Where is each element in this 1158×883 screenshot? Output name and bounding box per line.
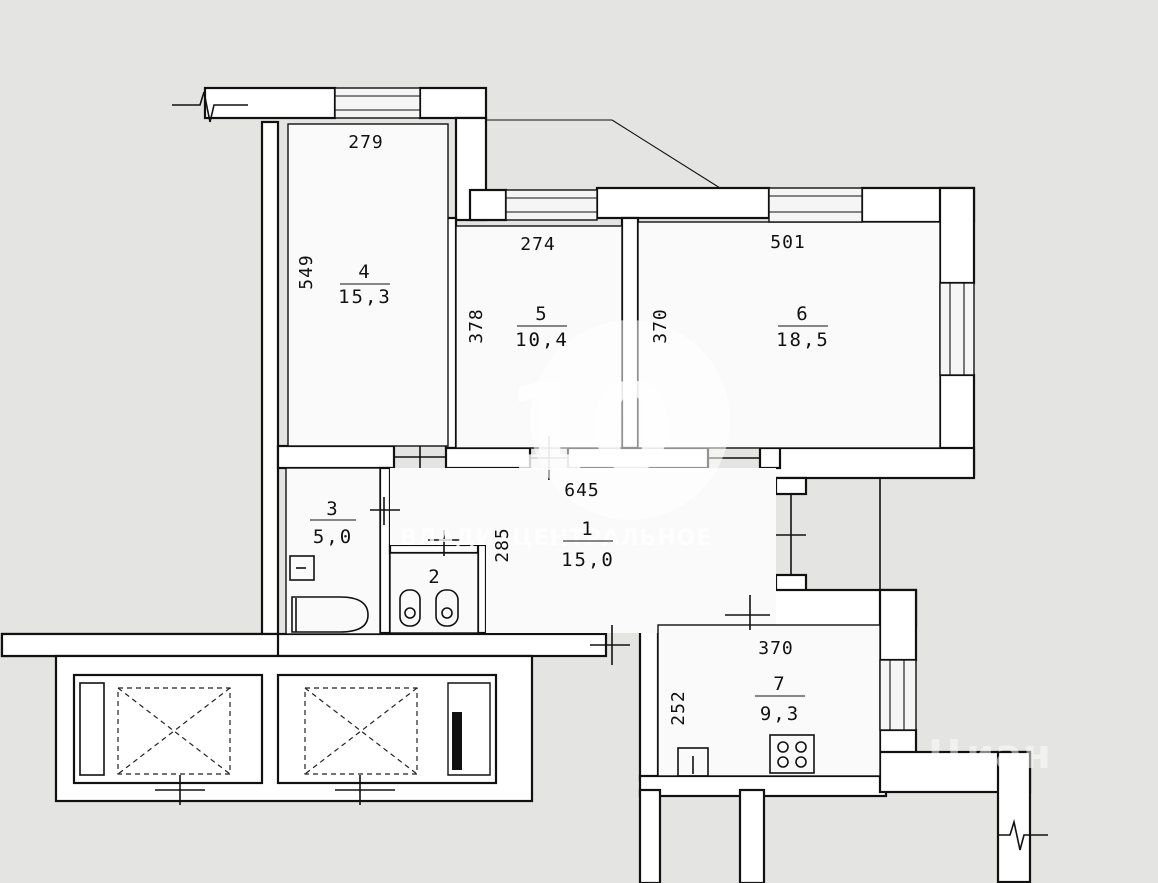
room-1-area: 15,0	[561, 549, 615, 571]
bathtub-icon	[291, 596, 369, 633]
window-room6-side	[939, 282, 975, 376]
dim-hall-width: 645	[564, 480, 600, 501]
watermark-text: ВЛАДИСЦЕНТРАЛЬНОЕ	[400, 526, 712, 551]
dim-room4-height: 549	[296, 254, 317, 290]
watermark: 10 ВЛАДИСЦЕНТРАЛЬНОЕ Циан	[400, 320, 1052, 778]
shaft-icon-1	[117, 687, 231, 775]
watermark-corner: Циан	[928, 732, 1052, 778]
room-7-area: 9,3	[760, 703, 800, 725]
dim-room5-height: 378	[466, 308, 487, 344]
window-room6-top	[768, 187, 863, 223]
dim-kitchen-height: 252	[668, 690, 689, 726]
room-2-number: 2	[428, 566, 441, 588]
dim-room5-width: 274	[520, 234, 556, 255]
watermark-logo: 10	[505, 360, 674, 499]
toilet-icon	[399, 589, 459, 627]
kitchen-sink-icon	[677, 747, 709, 777]
room-5-number: 5	[535, 303, 548, 325]
room-1-number: 1	[581, 518, 594, 540]
dim-kitchen-width: 370	[758, 638, 794, 659]
windows	[334, 87, 975, 731]
dim-room4-width: 279	[348, 132, 384, 153]
fixtures	[79, 555, 815, 777]
dim-room6-height: 370	[650, 308, 671, 344]
dimension-labels: 279 549 274 378 501 370 645 285 370 252	[296, 132, 806, 726]
room-4-area: 15,3	[338, 286, 392, 308]
room-7-number: 7	[773, 673, 786, 695]
dim-hall-height: 285	[492, 527, 513, 563]
room-6-area: 18,5	[776, 329, 830, 351]
room-3-area: 5,0	[313, 526, 353, 548]
room-4-number: 4	[358, 261, 371, 283]
shaft-icon-2	[304, 687, 418, 775]
room-5-area: 10,4	[515, 329, 569, 351]
window-room5	[505, 189, 598, 221]
stove-icon	[769, 734, 815, 774]
walls	[0, 86, 1032, 883]
room-3-number: 3	[326, 498, 339, 520]
sink-icon	[289, 555, 315, 581]
dim-room6-width: 501	[770, 232, 806, 253]
room-6-number: 6	[796, 303, 809, 325]
room-labels: 4 15,3 5 10,4 6 18,5 3 5,0 2 1 15,0 7 9,…	[310, 261, 830, 725]
window-room4	[334, 87, 421, 119]
window-kitchen	[879, 659, 917, 731]
